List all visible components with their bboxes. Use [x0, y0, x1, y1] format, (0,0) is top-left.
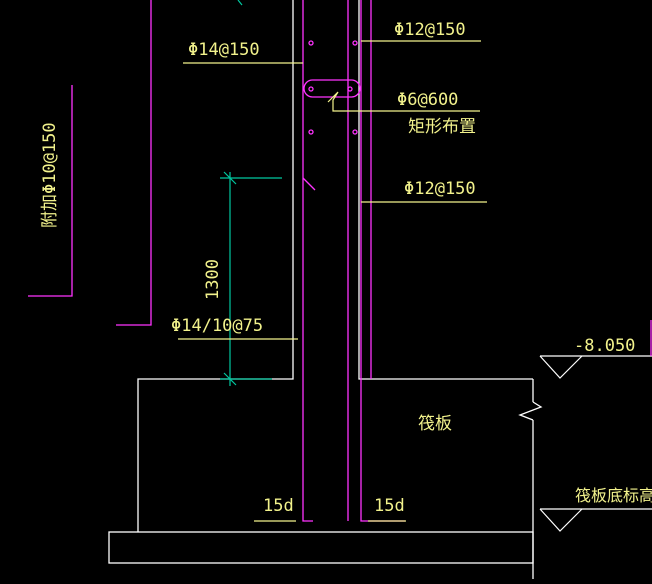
label-stirrup-layout: 矩形布置	[408, 117, 476, 137]
raft-outline-left	[137, 0, 294, 532]
dimension-1300	[220, 0, 282, 386]
rebar-outer-left-vertical	[116, 0, 152, 326]
label-rebar-lower-left: Φ14/10@75	[171, 316, 263, 336]
label-anchorage-left: 15d	[263, 496, 294, 516]
label-rebar-top-right: Φ12@150	[394, 20, 466, 40]
elevation-mark-top	[539, 355, 652, 379]
label-raft-bottom-elevation: 筏板底标高	[575, 486, 652, 505]
rebar-dot-1	[308, 40, 314, 46]
label-anchorage-right: 15d	[374, 496, 405, 516]
concrete-outline	[108, 0, 543, 579]
dimension-tick-top	[223, 171, 237, 185]
rebar-right-anchorage	[360, 0, 405, 522]
label-additional-rebar: 附加Φ10@150	[40, 122, 60, 228]
break-symbol	[518, 401, 543, 421]
dimension-top-fragment	[237, 0, 243, 6]
label-rebar-left-upper: Φ14@150	[188, 40, 260, 60]
rebar-dot-5	[308, 129, 314, 135]
dimension-tick-bottom	[223, 372, 237, 386]
rebar-dot-6	[352, 129, 358, 135]
label-stirrup-spec: Φ6@600	[397, 90, 458, 110]
label-dimension-1300: 1300	[203, 259, 223, 300]
raft-outline-right	[358, 0, 533, 380]
rebar-dot-3	[308, 86, 314, 92]
rebar-dot-2	[352, 40, 358, 46]
additional-rebar-bracket	[28, 85, 73, 297]
label-top-elevation: -8.050	[574, 336, 635, 356]
label-rebar-mid-right: Φ12@150	[404, 179, 476, 199]
rebar-dot-4	[347, 86, 353, 92]
cushion-layer	[108, 531, 534, 564]
label-raft: 筏板	[418, 414, 452, 434]
elevation-mark-bottom	[539, 508, 652, 532]
leader-stirrup	[327, 91, 480, 112]
stirrup-hook	[302, 177, 316, 191]
stirrup-rect	[303, 79, 361, 98]
leader-lines	[178, 40, 487, 522]
rebar-left-wall-inner	[302, 0, 313, 522]
